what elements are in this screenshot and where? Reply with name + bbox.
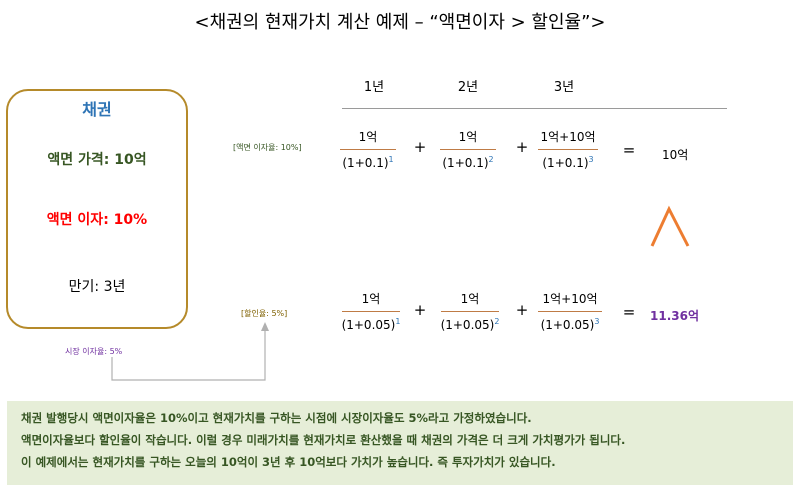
row1-term-2: 1억 (1+0.1)2 <box>398 128 538 170</box>
row2-term-2-numerator: 1억 <box>460 292 480 306</box>
equals-sign: = <box>622 303 636 321</box>
connector-arrowhead <box>261 322 269 331</box>
row1-term-2-denominator: (1+0.1)2 <box>442 155 494 170</box>
fraction-bar <box>440 149 496 150</box>
fraction-bar <box>340 149 396 150</box>
row2-term-3-numerator: 1억+10억 <box>542 292 598 306</box>
row1-term-2-numerator: 1억 <box>458 130 478 144</box>
year-3-label: 3년 <box>553 80 575 95</box>
row2-term-2-denominator: (1+0.05)2 <box>440 317 500 332</box>
fraction-bar <box>342 311 400 312</box>
row1-term-1: 1억 (1+0.1)1 <box>298 128 438 170</box>
row1-term-3-denominator: (1+0.1)3 <box>542 155 594 170</box>
note-line-3: 이 예제에서는 현재가치를 구하는 오늘의 10억이 3년 후 10억보다 가치… <box>21 455 556 469</box>
row1-result: 10억 <box>662 148 689 162</box>
explanation-note: 채권 발행당시 액면이자율은 10%이고 현재가치를 구하는 시점에 시장이자율… <box>7 401 793 485</box>
bond-heading: 채권 <box>82 100 112 119</box>
row1-term-1-numerator: 1억 <box>358 130 378 144</box>
row2-term-3-denominator: (1+0.05)3 <box>540 317 600 332</box>
note-line-1: 채권 발행당시 액면이자율은 10%이고 현재가치를 구하는 시점에 시장이자율… <box>21 411 532 425</box>
note-line-2: 액면이자율보다 할인율이 작습니다. 이럴 경우 미래가치를 현재가치로 환산했… <box>21 433 626 447</box>
timeline-divider <box>342 108 727 109</box>
plus-sign: + <box>413 301 427 319</box>
plus-sign: + <box>515 301 529 319</box>
row1-term-3-numerator: 1억+10억 <box>540 130 596 144</box>
equals-sign: = <box>622 141 636 159</box>
row1-term-3: 1억+10억 (1+0.1)3 <box>498 128 638 170</box>
page-title: <채권의 현재가치 계산 예제 – “액면이자 > 할인율”> <box>194 12 606 33</box>
row1-tag: [액면 이자율: 10%] <box>233 143 302 152</box>
market-rate-label: 시장 이자율: 5% <box>65 347 123 356</box>
row2-term-1: 1억 (1+0.05)1 <box>301 290 441 332</box>
coupon-rate-label: 액면 이자: 10% <box>46 212 148 228</box>
fraction-bar <box>538 149 598 150</box>
bond-info-box <box>6 89 188 329</box>
plus-sign: + <box>413 138 427 156</box>
greater-than-arrow-icon <box>650 205 690 247</box>
row2-term-3: 1억+10억 (1+0.05)3 <box>500 290 640 332</box>
fraction-bar <box>538 311 602 312</box>
row2-tag: [할인율: 5%] <box>241 309 288 318</box>
maturity-label: 만기: 3년 <box>68 279 126 295</box>
row2-result: 11.36억 <box>650 309 699 323</box>
face-value-label: 액면 가격: 10억 <box>47 152 147 168</box>
row1-term-1-denominator: (1+0.1)1 <box>342 155 394 170</box>
fraction-bar <box>441 311 499 312</box>
row2-term-2: 1억 (1+0.05)2 <box>400 290 540 332</box>
plus-sign: + <box>515 138 529 156</box>
row2-term-1-denominator: (1+0.05)1 <box>341 317 401 332</box>
year-2-label: 2년 <box>457 80 479 95</box>
connector-line <box>111 328 266 381</box>
row2-term-1-numerator: 1억 <box>361 292 381 306</box>
year-1-label: 1년 <box>363 80 385 95</box>
